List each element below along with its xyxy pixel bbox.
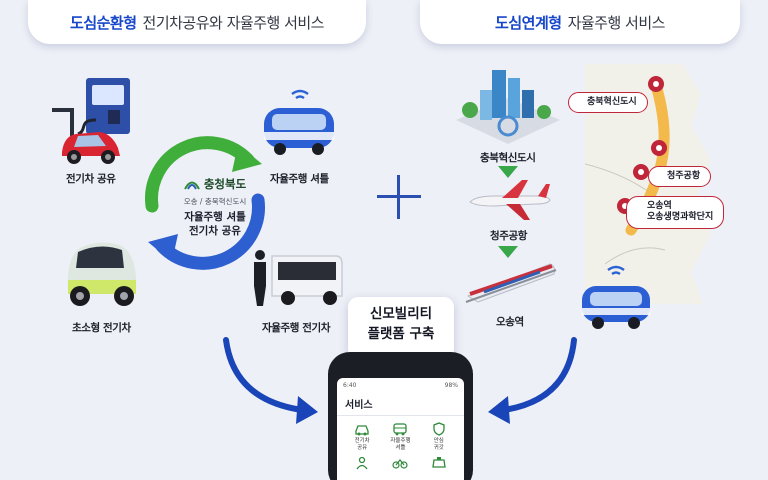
header-left-highlight: 도심순환형 <box>70 13 137 32</box>
charging-station-icon <box>52 78 130 136</box>
flow-arrow-down-icon <box>498 166 518 178</box>
car-icon <box>355 425 369 436</box>
app-safe-return-label: 안심 귀갓 <box>433 438 444 451</box>
center-title-line1: 자율주행 셔틀 <box>184 211 246 223</box>
phone-status-bar: 6:40 98% <box>337 378 464 389</box>
map-tag-station-line2: 오송생명과학단지 <box>647 212 714 223</box>
left-curved-arrow-icon <box>223 337 318 424</box>
ev-sharing-label: 전기차 공유 <box>66 173 116 185</box>
cycle-arrows-icon <box>145 136 265 270</box>
center-title-line2: 전기차 공유 <box>189 225 241 238</box>
micro-ev-icon <box>67 242 137 306</box>
bike-icon <box>392 459 409 469</box>
app-item-5[interactable] <box>381 456 419 470</box>
flow-arrow-down-icon <box>498 246 518 258</box>
center-info: 충청북도 오송 / 충북혁신도시 자율주행 셔틀 전기차 공유 <box>160 176 270 238</box>
app-item-6[interactable] <box>420 456 458 470</box>
map-tag-airport: 청주공항 <box>648 166 712 188</box>
app-safe-return[interactable]: 안심 귀갓 <box>420 422 458 451</box>
header-right-highlight: 도심연계형 <box>495 13 562 32</box>
autonomous-ev-label: 자율주행 전기차 <box>262 322 331 334</box>
phone-screen: 6:40 98% 서비스 전기차 공유 자율주행 셔틀 안심 귀갓 <box>337 378 464 480</box>
status-battery: 98% <box>444 382 458 389</box>
smartphone: 6:40 98% 서비스 전기차 공유 자율주행 셔틀 안심 귀갓 <box>328 352 473 480</box>
app-ev-sharing-label: 전기차 공유 <box>354 438 370 451</box>
app-ev-sharing[interactable]: 전기차 공유 <box>343 422 381 451</box>
stop-airport-label: 청주공항 <box>490 230 528 242</box>
app-shuttle[interactable]: 자율주행 셔틀 <box>381 422 419 451</box>
airplane-icon <box>469 180 551 220</box>
province-name: 충청북도 <box>203 177 247 191</box>
person-icon <box>356 457 368 470</box>
service-app-grid: 전기차 공유 자율주행 셔틀 안심 귀갓 <box>337 416 464 470</box>
autonomous-ev-icon <box>254 250 343 306</box>
platform-line1: 신모빌리티 <box>369 306 433 322</box>
service-screen-title: 서비스 <box>337 389 464 416</box>
micro-ev-label: 초소형 전기차 <box>72 322 131 334</box>
app-item-4[interactable] <box>343 456 381 470</box>
shield-icon <box>433 422 445 436</box>
province-logo-icon <box>183 181 200 190</box>
autonomous-shuttle-icon <box>582 265 650 329</box>
map-tag-innovation-city: 충북혁신도시 <box>568 92 648 114</box>
status-time: 6:40 <box>343 382 357 389</box>
center-subtitle: 오송 / 충북혁신도시 <box>183 197 247 206</box>
train-icon <box>465 263 557 303</box>
autonomous-shuttle-icon <box>264 89 334 155</box>
taxi-icon <box>432 457 446 468</box>
stop-innovation-city-label: 충북혁신도시 <box>480 152 536 164</box>
map-tag-airport-text: 청주공항 <box>667 171 701 181</box>
plus-icon <box>377 175 421 219</box>
stop-station-label: 오송역 <box>496 316 524 328</box>
platform-line2: 플랫폼 구축 <box>367 325 435 342</box>
header-left-text: 전기차공유와 자율주행 서비스 <box>142 13 325 32</box>
app-shuttle-label: 자율주행 셔틀 <box>390 438 411 451</box>
header-right-pill: 도심연계형 자율주행 서비스 <box>420 0 740 44</box>
platform-card: 신모빌리티 플랫폼 구축 <box>348 297 454 359</box>
red-car-icon <box>62 132 120 164</box>
header-right-text: 자율주행 서비스 <box>567 13 666 32</box>
province-brand: 충청북도 <box>160 176 270 192</box>
innovation-city-icon <box>456 70 560 144</box>
map-tag-innovation-city-text: 충북혁신도시 <box>587 97 637 107</box>
bus-icon <box>393 423 408 436</box>
map-tag-station-line1: 오송역 <box>647 201 672 211</box>
right-curved-arrow-icon <box>488 337 577 424</box>
shuttle-label: 자율주행 셔틀 <box>270 173 329 185</box>
header-left-pill: 도심순환형 전기차공유와 자율주행 서비스 <box>28 0 366 44</box>
map-tag-station: 오송역 오송생명과학단지 <box>626 196 725 229</box>
